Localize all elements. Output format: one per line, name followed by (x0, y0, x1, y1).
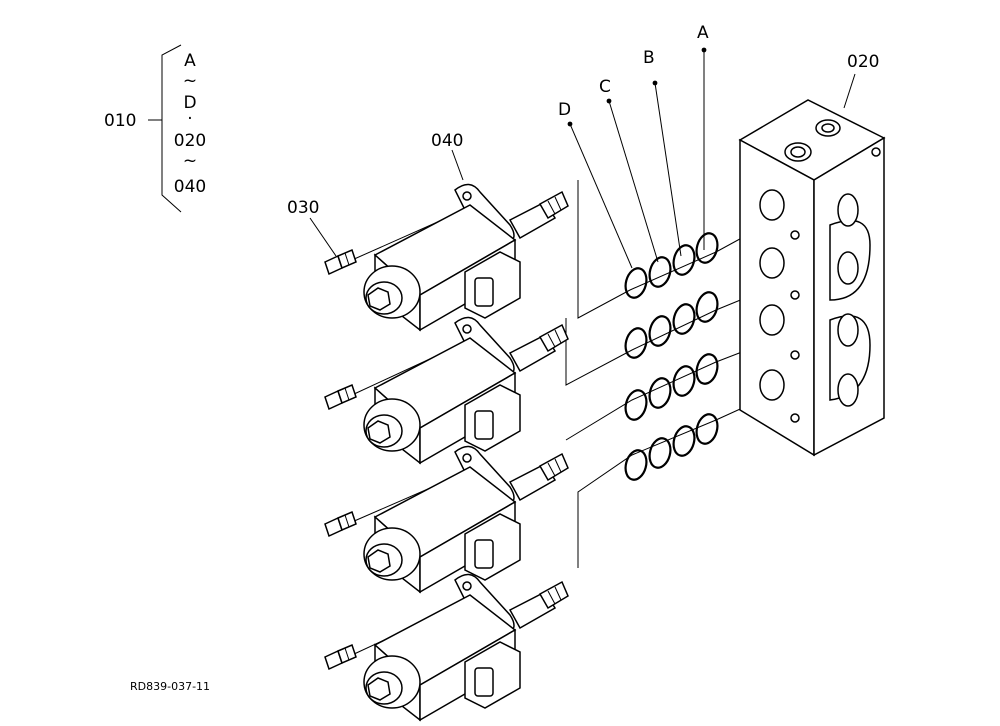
solenoid-valve-3 (363, 445, 569, 593)
block-part-label: 020 (847, 52, 879, 72)
range-040-label: 040 (174, 177, 206, 197)
o-ring-row-4 (624, 413, 719, 481)
o-ring-row-3 (624, 353, 719, 421)
range-020-label: 020 (174, 131, 206, 151)
seal-label-a: A (697, 23, 709, 43)
group-label: 010 (104, 111, 136, 131)
range-tilde-2: ~ (183, 151, 197, 171)
solenoid-valve-4 (363, 573, 569, 721)
o-rings (624, 232, 719, 481)
range-dot: · (187, 109, 192, 129)
bolt-part-label: 030 (287, 198, 319, 218)
group-bracket: 010 A ~ D · 020 ~ 040 (104, 44, 206, 213)
o-ring-row-2 (624, 291, 719, 359)
solenoid-valve-2 (363, 316, 569, 464)
bolt-4 (324, 644, 357, 670)
seal-label-c: C (599, 77, 611, 97)
seal-label-d: D (558, 100, 571, 120)
valve-block (738, 99, 886, 457)
range-tilde-1: ~ (183, 71, 197, 91)
range-start-label: A (184, 51, 196, 71)
seal-labels: D C B A (558, 23, 709, 269)
seal-label-b: B (643, 48, 655, 68)
solenoid-part-label: 040 (431, 131, 463, 151)
bolt-3 (324, 511, 357, 537)
figure-code: RD839-037-11 (130, 680, 210, 693)
range-d-label: D (183, 93, 196, 113)
bolt-2 (324, 384, 357, 410)
bolt-1 (324, 249, 357, 275)
solenoid-valve-1 (363, 183, 569, 331)
o-ring-row-1 (624, 232, 719, 299)
